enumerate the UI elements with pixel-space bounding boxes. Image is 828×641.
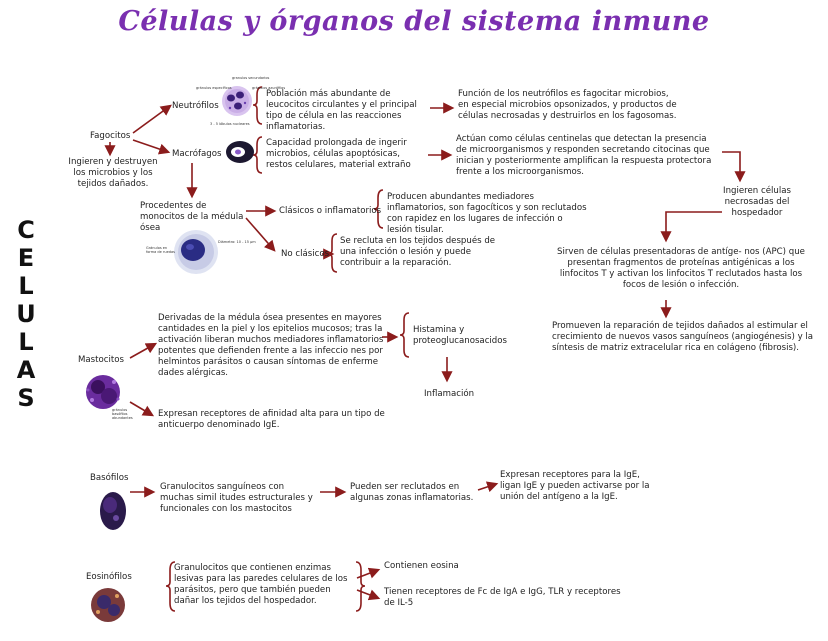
basofilos-reclutados: Pueden ser reclutados en algunas zonas i… [350,482,474,503]
arrow-fagocitos-macrofagos [132,139,171,155]
clasicos-label: Clásicos o inflamatorios [279,206,382,216]
arrow-monocitos-noclasicos [245,217,276,252]
arrow-ingieren-apc [660,211,722,243]
fagocitos-label: Fagocitos [90,131,131,141]
clasicos-apc: Sirven de células presentadoras de antíg… [557,247,805,290]
mastocitos-desc: Derivadas de la médula ósea presentes en… [158,313,384,378]
brace-eosino-right [355,561,366,612]
side-letter: L [18,328,34,356]
side-letter: U [16,300,36,328]
macrophage-illustration [226,141,254,163]
side-letter: E [17,244,35,272]
eosinofilos-receptores: Tienen receptores de Fc de IgA e IgG, TL… [384,587,621,608]
page-title: Células y órganos del sistema inmune [118,6,710,37]
mastocitos-label: Mastocitos [78,355,125,365]
neutrophil-label: 3 - 5 lóbulos nucleares [210,122,250,126]
brace-macrofagos [252,136,263,174]
basofilos-receptores: Expresan receptores para la IgE, ligan I… [500,470,650,502]
basofilos-label: Basófilos [90,473,129,483]
arrow-actuan-ingieren [722,151,746,183]
side-title-celulas: C E L U L A S [14,216,38,412]
mastocyte-label: gránulos basófilos abundantes [112,408,133,420]
neutrofilos-label: Neutrófilos [172,101,219,111]
neutrophil-label: granulos secundarios [232,76,270,80]
neutrophil-illustration [222,86,252,116]
brace-clasicos [373,189,384,229]
mastocitos-receptores: Expresan receptores de afinidad alta par… [158,409,385,430]
macrofagos-ingieren: Ingieren células necrosadas del hospedad… [723,186,791,218]
basophil-illustration [100,492,126,530]
side-letter: A [16,356,36,384]
monocyte-illustration [174,230,218,274]
noclasicos-reparacion: Promueven la reparación de tejidos dañad… [552,321,814,353]
eosinophil-illustration [91,588,125,622]
mastocitos-inflamacion: Inflamación [424,389,475,399]
basofilos-desc: Granulocitos sanguíneos con muchas simil… [160,482,313,514]
noclasicos-label: No clásicos [281,249,330,259]
side-letter: C [17,216,35,244]
neutrophil-label: gránulos azurófilos [252,86,286,90]
arrow-fagocitos-neutrofilos [132,104,172,134]
brace-eosinofilos [165,561,176,612]
eosinofilos-desc: Granulocitos que contienen enzimas lesiv… [174,563,348,606]
side-letter: L [18,272,34,300]
arrow-eosino-eosina [356,567,381,579]
mastocyte-illustration [86,375,120,409]
brace-neutrofilos [252,86,263,125]
macrofagos-actuan: Actúan como células centinelas que detec… [456,134,712,177]
eosinofilos-label: Eosinófilos [86,572,132,582]
brace-noclasicos [327,233,338,273]
arrow-mastocitos-desc [129,342,158,359]
neutrofilos-desc: Población más abundante de leucocitos ci… [266,89,417,132]
monocyte-label: Gránulos en forma de ruedas [146,246,175,254]
arrow-eosino-receptores [356,589,381,601]
arrow-reclutados-receptores [477,481,499,493]
neutrophil-label: gránulos específicos [196,86,232,90]
noclasicos-desc: Se recluta en los tejidos después de una… [340,236,496,268]
macrofagos-desc: Capacidad prolongada de ingerir microbio… [266,138,411,170]
monocyte-label: Diámetro: 10 - 15 µm [218,240,256,244]
arrow-mastocitos-receptores [129,401,155,417]
brace-histamina [399,312,410,358]
eosinofilos-eosina: Contienen eosina [384,561,459,571]
fagocitos-desc: Ingieren y destruyen los microbios y los… [68,157,158,189]
monocitos-desc: Procedentes de monocitos de la médula ós… [140,201,244,233]
neutrofilos-funcion: Función de los neutrófilos es fagocitar … [458,89,677,121]
side-letter: S [17,384,35,412]
mastocitos-histamina: Histamina y proteoglucanosacidos [413,325,508,346]
macrofagos-label: Macrófagos [172,149,222,159]
clasicos-desc: Producen abundantes mediadores inflamato… [387,192,587,235]
